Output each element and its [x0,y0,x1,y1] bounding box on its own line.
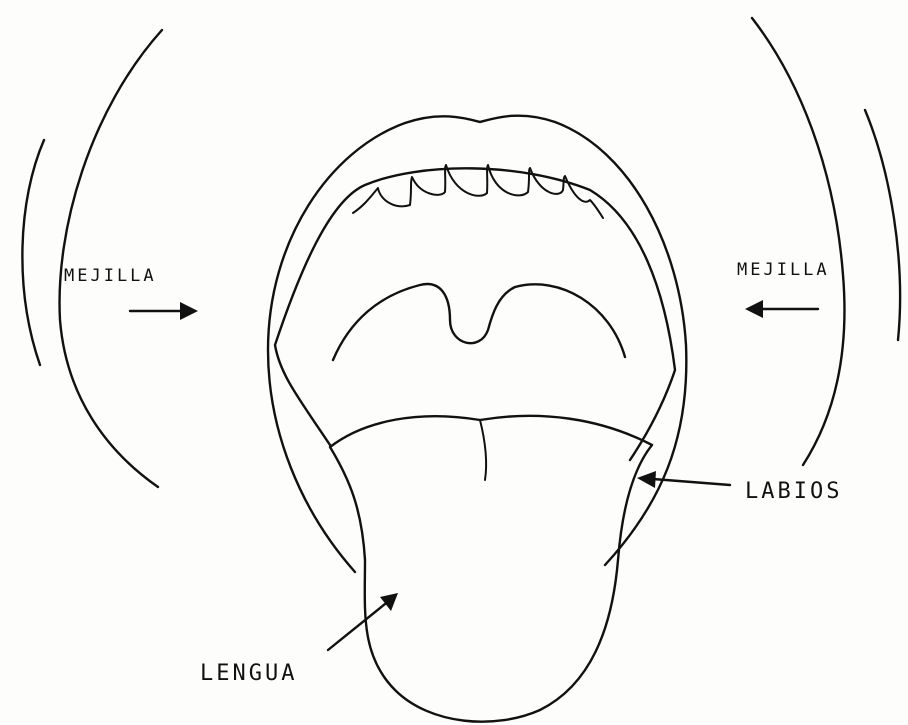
mouth-opening [275,168,675,460]
right-cheek-arrow [745,300,818,318]
right-cheek-label: MEJILLA [737,262,830,279]
tongue-label: LENGUA [200,663,297,685]
tongue [330,416,652,722]
palate-uvula [333,284,625,360]
lips-label: LABIOS [745,481,842,503]
tongue-center-groove [480,420,486,480]
tongue-arrow [328,593,398,650]
right-cheek-outer-arc [752,18,845,465]
left-cheek-arrow [130,302,198,320]
left-cheek-inner-arc [22,140,44,365]
upper-teeth [353,165,603,218]
lips-arrow [637,471,730,488]
left-cheek-label: MEJILLA [64,268,157,285]
right-cheek-inner-arc [865,110,900,340]
left-cheek-outer-arc [60,30,162,487]
outer-lips [268,116,686,572]
